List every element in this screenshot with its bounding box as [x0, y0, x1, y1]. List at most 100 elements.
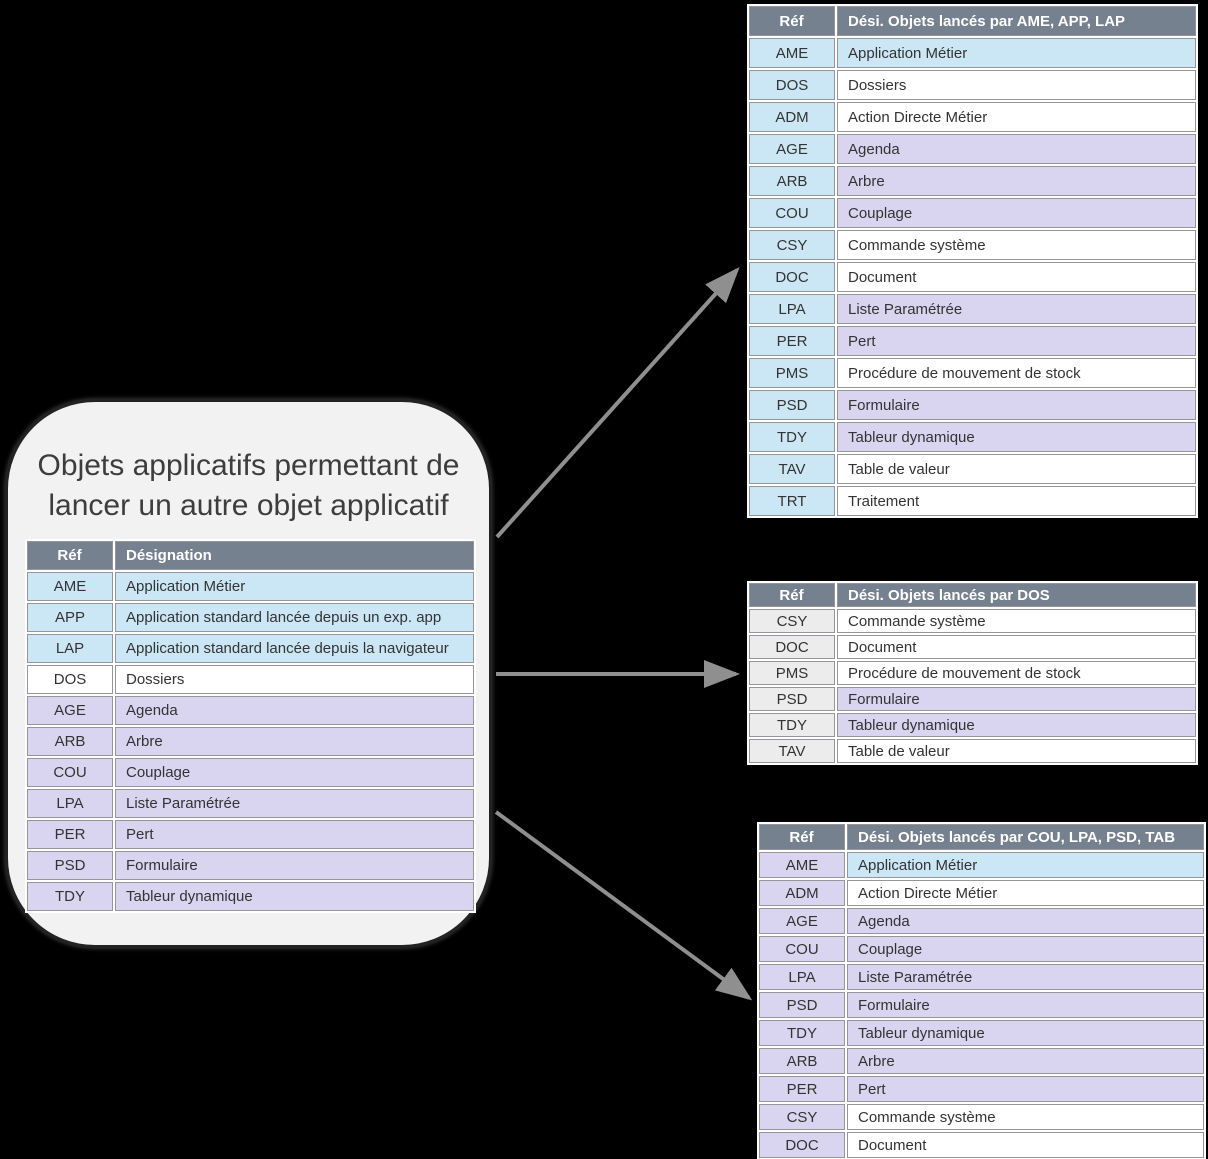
ref-cell: AME	[749, 38, 835, 68]
ref-cell: TDY	[749, 713, 835, 737]
designation-cell: Application Métier	[115, 572, 474, 601]
designation-cell: Table de valeur	[837, 454, 1196, 484]
designation-cell: Procédure de mouvement de stock	[837, 358, 1196, 388]
designation-cell: Couplage	[115, 758, 474, 787]
designation-cell: Tableur dynamique	[847, 1020, 1204, 1046]
ref-cell: CSY	[749, 609, 835, 633]
ref-cell: ARB	[27, 727, 113, 756]
designation-cell: Document	[837, 262, 1196, 292]
designation-cell: Couplage	[847, 936, 1204, 962]
designation-cell: Tableur dynamique	[837, 422, 1196, 452]
column-header-designation: Désignation	[115, 541, 474, 570]
designation-cell: Formulaire	[837, 390, 1196, 420]
designation-cell: Formulaire	[837, 687, 1196, 711]
column-header-ref: Réf	[27, 541, 113, 570]
designation-cell: Pert	[837, 326, 1196, 356]
ref-cell: PSD	[759, 992, 845, 1018]
designation-cell: Commande système	[837, 609, 1196, 633]
designation-cell: Liste Paramétrée	[847, 964, 1204, 990]
ref-cell: PER	[749, 326, 835, 356]
ref-cell: AME	[759, 852, 845, 878]
ref-cell: AGE	[759, 908, 845, 934]
ref-cell: TAV	[749, 454, 835, 484]
designation-cell: Agenda	[115, 696, 474, 725]
panel-title: Objets applicatifs permettant de lancer …	[8, 446, 489, 526]
designation-cell: Arbre	[847, 1048, 1204, 1074]
designation-cell: Dossiers	[115, 665, 474, 694]
designation-cell: Application Métier	[837, 38, 1196, 68]
designation-cell: Action Directe Métier	[837, 102, 1196, 132]
column-header-ref: Réf	[749, 6, 835, 36]
arrow-to-cou-lpa-psd-tab-table	[494, 810, 753, 1001]
arrow-to-ame-app-lap-table	[495, 267, 740, 539]
designation-cell: Tableur dynamique	[837, 713, 1196, 737]
designation-cell: Liste Paramétrée	[115, 789, 474, 818]
column-header-designation: Dési. Objets lancés par AME, APP, LAP	[837, 6, 1196, 36]
designation-cell: Application standard lancée depuis la na…	[115, 634, 474, 663]
ref-cell: COU	[759, 936, 845, 962]
ref-cell: AME	[27, 572, 113, 601]
ref-cell: LPA	[759, 964, 845, 990]
ref-cell: LAP	[27, 634, 113, 663]
ref-cell: PER	[759, 1076, 845, 1102]
ref-cell: ADM	[759, 880, 845, 906]
column-header-designation: Dési. Objets lancés par COU, LPA, PSD, T…	[847, 824, 1204, 850]
ref-cell: PSD	[27, 851, 113, 880]
ref-cell: TAV	[749, 739, 835, 763]
ref-cell: PMS	[749, 661, 835, 685]
ref-cell: CSY	[749, 230, 835, 260]
ref-cell: DOS	[27, 665, 113, 694]
designation-cell: Dossiers	[837, 70, 1196, 100]
panel-title-line-1: Objets applicatifs permettant de	[37, 449, 460, 482]
ref-cell: AGE	[749, 134, 835, 164]
designation-cell: Liste Paramétrée	[837, 294, 1196, 324]
designation-cell: Document	[847, 1132, 1204, 1158]
ref-cell: CSY	[759, 1104, 845, 1130]
designation-cell: Agenda	[847, 908, 1204, 934]
ref-cell: COU	[749, 198, 835, 228]
designation-cell: Formulaire	[115, 851, 474, 880]
designation-cell: Application Métier	[847, 852, 1204, 878]
panel-title-line-2: lancer un autre objet applicatif	[48, 489, 449, 522]
ref-cell: PSD	[749, 687, 835, 711]
designation-cell: Pert	[115, 820, 474, 849]
designation-cell: Document	[837, 635, 1196, 659]
designation-cell: Agenda	[837, 134, 1196, 164]
designation-cell: Formulaire	[847, 992, 1204, 1018]
designation-cell: Table de valeur	[837, 739, 1196, 763]
designation-cell: Tableur dynamique	[115, 882, 474, 911]
column-header-designation: Dési. Objets lancés par DOS	[837, 583, 1196, 607]
